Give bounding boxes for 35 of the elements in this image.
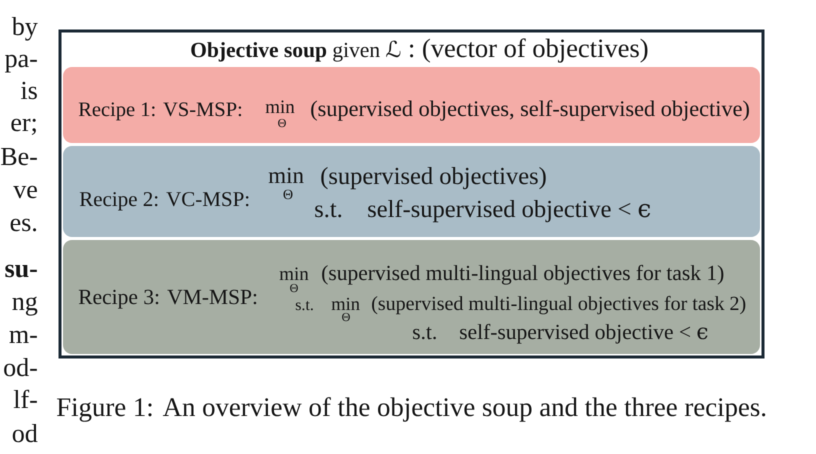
min-operator: min (332, 298, 360, 310)
text-fragment: od (12, 424, 38, 442)
text-fragment: Be- (1, 148, 37, 166)
objective-text: (supervised objectives) (321, 167, 546, 190)
text-fragment: er; (11, 118, 36, 135)
text-fragment: pa- (5, 54, 37, 73)
text-fragment: ng (12, 296, 38, 316)
figure-caption: Figure 1: An overview of the objective soup and the three recipes. (56, 397, 766, 422)
text-fragment: lf- (14, 390, 37, 408)
min-operator: min (266, 100, 294, 113)
min-operator: min (280, 267, 308, 280)
theta-subscript: Θ (278, 119, 286, 128)
theta-subscript: Θ (284, 190, 292, 200)
objective-text: (supervised multi-lingual objectives for task 1) (322, 264, 724, 285)
text-fragment: m- (9, 330, 37, 343)
such-that-label: s.t. (315, 203, 342, 218)
constraint-text: self-supervised objective < ϵ (368, 200, 650, 222)
objective-text: (supervised multi-lingual objectives for task 2) (372, 296, 746, 314)
text-fragment: od- (4, 358, 37, 376)
text-fragment: by (12, 16, 38, 41)
theta-subscript: Θ (290, 284, 298, 292)
text-fragment: ve (13, 186, 37, 198)
constraint-text: self-supervised objective < ϵ (460, 324, 708, 344)
recipe-label: Recipe 2: VC-MSP: (80, 192, 248, 210)
recipe-label: Recipe 3: VM-MSP: (78, 290, 256, 309)
text-fragment: su- (5, 264, 37, 278)
text-fragment: is (21, 82, 37, 100)
panel-title: Objective soup given ℒ : (vector of objectives) (191, 38, 648, 63)
such-that-label: s.t. (296, 301, 313, 310)
min-operator: min (268, 168, 304, 183)
theta-subscript: Θ (342, 313, 350, 322)
such-that-label: s.t. (413, 326, 436, 340)
text-fragment: es. (10, 218, 36, 232)
objective-text: (supervised objectives, self-supervised objective) (311, 100, 749, 121)
recipe-label: Recipe 1: VS-MSP: (78, 102, 242, 120)
